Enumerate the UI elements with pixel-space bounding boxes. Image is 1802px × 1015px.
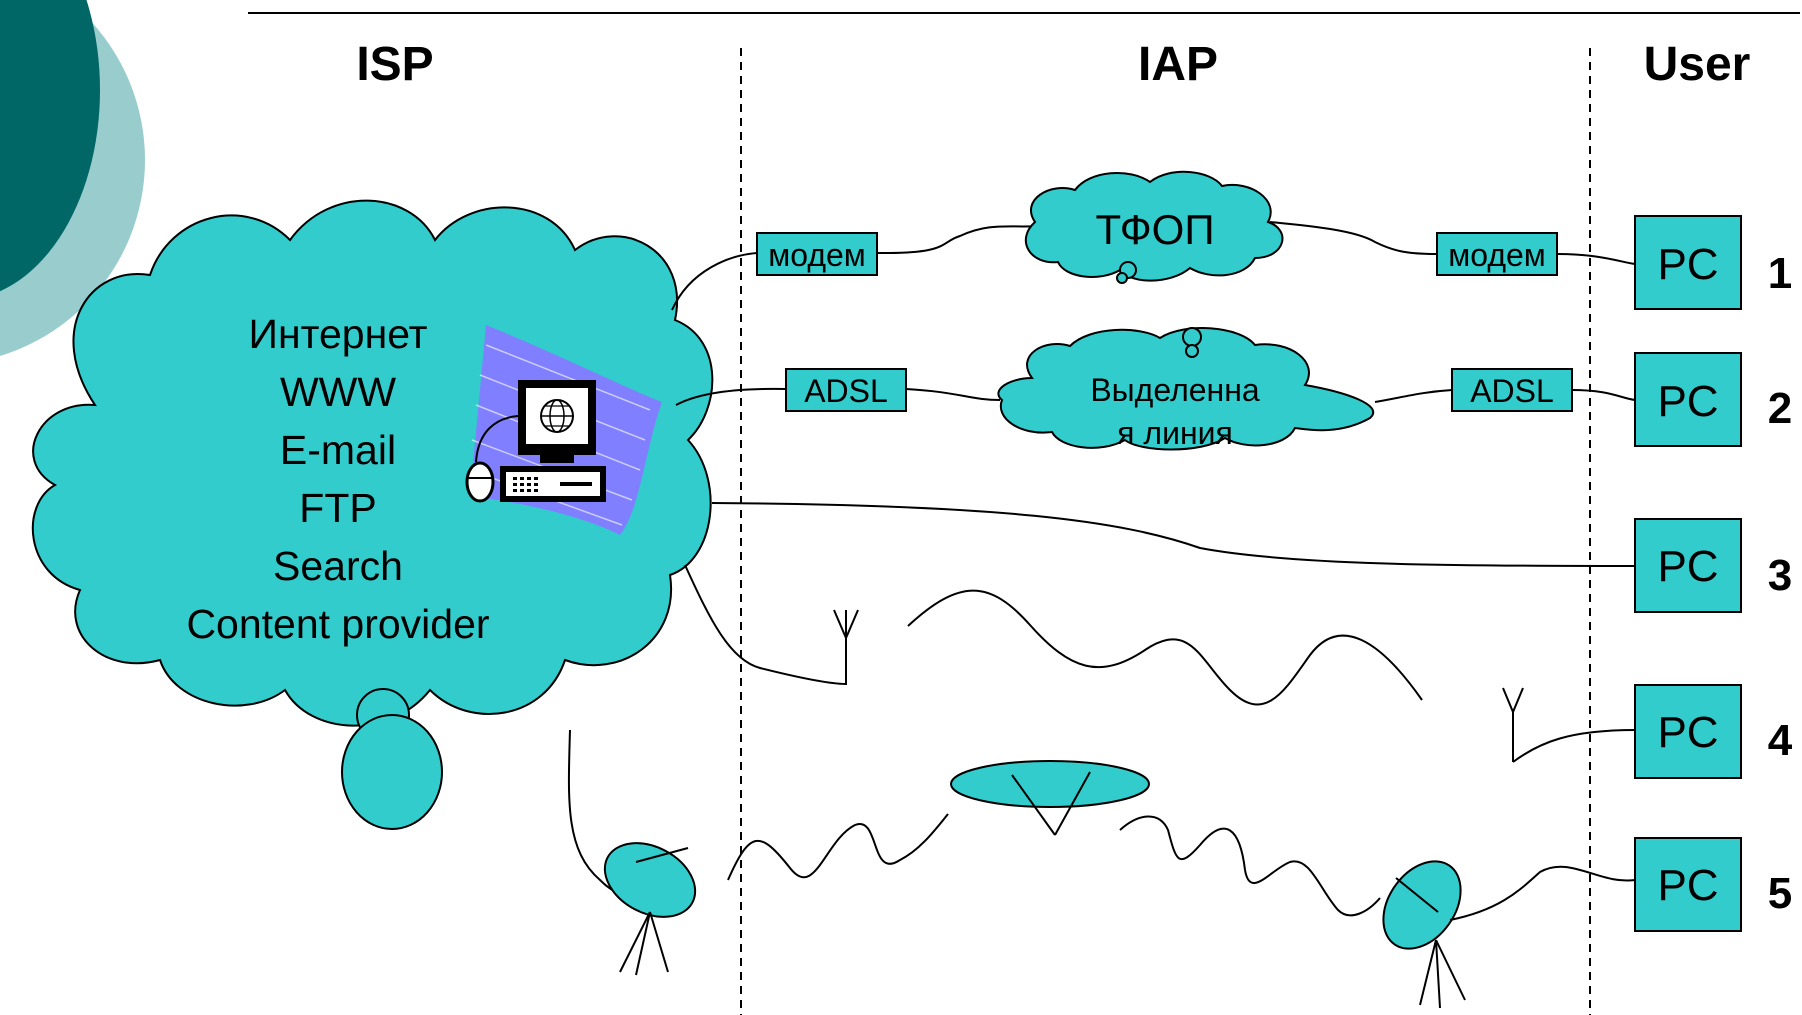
wire-2-b [905,388,1001,401]
satellite-uplink-wave [727,813,949,881]
pc-3 [1634,518,1742,613]
row-number-5: 5 [1768,869,1792,918]
mouse-icon [465,415,519,503]
service-www: WWW [280,369,396,415]
header-isp: ISP [356,38,433,91]
service-search: Search [273,543,403,589]
satellite-downlink-wave [1119,815,1381,917]
pc-1 [1634,215,1742,310]
pc-3-label: PC [1657,542,1718,591]
wire-1-c [1269,221,1438,255]
radio-wave [907,589,1423,706]
pc-2-label: PC [1657,377,1718,426]
leased-cloud-bubble-small [1185,344,1199,358]
pc-1-label: PC [1657,240,1718,289]
header-iap: IAP [1138,38,1218,91]
wire-3 [711,502,1636,567]
isp-services: Интернет WWW E-mail FTP Search Content p… [186,311,489,647]
wire-5-b [1449,865,1636,921]
adsl-user-label: ADSL [1470,373,1554,409]
leased-cloud-bubble [1182,327,1202,347]
adsl-isp-label: ADSL [804,373,888,409]
modem-user [1436,232,1558,276]
user-figure-icon [341,688,443,830]
wire-4-b [1512,729,1636,763]
decor-circle-dark [0,0,100,292]
system-unit-icon [500,466,606,502]
leased-line-cloud [997,327,1375,451]
row-number-4: 4 [1768,716,1793,765]
row-number-1: 1 [1768,249,1792,298]
pc-5 [1634,837,1742,932]
adsl-isp [785,368,907,412]
service-content-provider: Content provider [186,601,489,647]
isp-cloud [31,199,714,727]
modem-isp [756,232,878,276]
service-email: E-mail [280,427,396,473]
wire-2-c [1374,389,1453,403]
antenna-icon-user [1502,687,1524,762]
pstn-label: ТФОП [1095,206,1214,253]
service-ftp: FTP [299,485,376,531]
pc-4 [1634,684,1742,779]
leased-line-label-1: Выделенна [1090,372,1260,408]
modem-user-label: модем [1448,237,1546,273]
pc-2 [1634,352,1742,447]
pc-4-label: PC [1657,708,1718,757]
wire-1-b [876,225,1041,255]
header-user: User [1644,38,1751,91]
pstn-cloud [1024,170,1284,282]
row-number-2: 2 [1768,384,1792,433]
antenna-icon-isp [833,609,859,639]
pc-5-label: PC [1657,861,1718,910]
satellite-dish-icon-user [1382,860,1466,1009]
wire-4-a [684,564,847,686]
wire-2-a [675,387,787,406]
pstn-cloud-bubble-small [1116,272,1128,284]
satellite-dish-icon-isp [603,842,697,976]
modem-isp-label: модем [768,237,866,273]
wire-1-d [1556,253,1636,265]
leased-line-label-2: я линия [1117,415,1233,451]
row-number-3: 3 [1768,551,1792,600]
satellite-icon [950,760,1150,836]
globe-monitor-icon [518,380,596,463]
wire-2-d [1571,389,1636,401]
wire-1-a [671,252,758,311]
service-internet: Интернет [249,311,428,357]
